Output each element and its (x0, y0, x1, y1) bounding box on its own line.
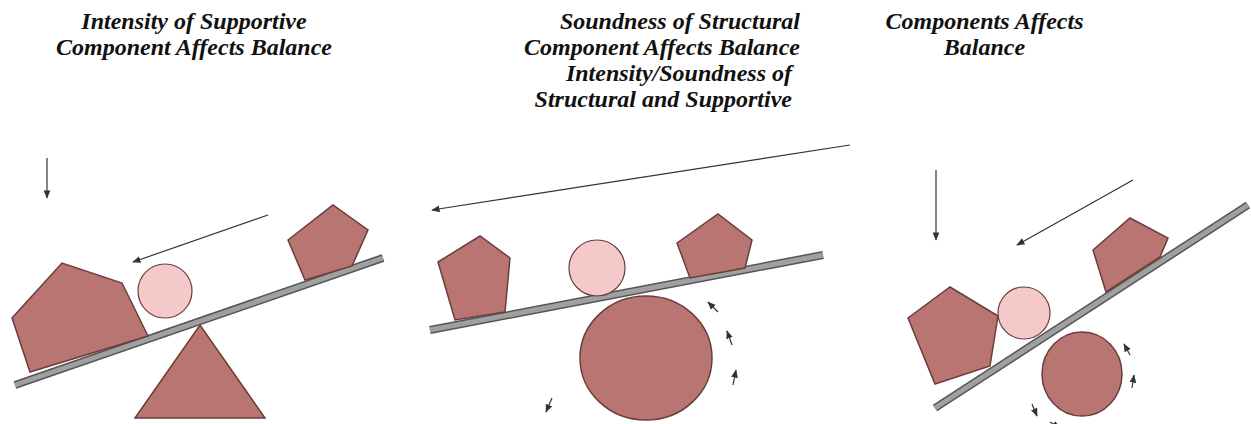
heading-label: Intensity/Soundness of Structural and Su… (462, 60, 792, 112)
force-arrow (935, 170, 936, 240)
rotation-arrow (1124, 344, 1130, 355)
rotation-arrow (733, 370, 736, 385)
rotation-arrow (1050, 422, 1060, 424)
pentagon-weight (677, 214, 752, 278)
heading-label: Soundness of Structural Component Affect… (455, 8, 800, 60)
heading-label: Components Affects Balance (862, 8, 1107, 60)
pentagon-weight (438, 236, 510, 320)
rotation-arrow (727, 331, 732, 345)
rotation-arrow (708, 302, 718, 312)
force-arrow (133, 215, 268, 262)
support-ellipse (1042, 332, 1122, 416)
support-ellipse (580, 296, 712, 420)
rotation-arrow (1132, 375, 1134, 388)
pink-ball (138, 264, 192, 318)
force-arrow (432, 145, 850, 210)
heading-label: Intensity of Supportive Component Affect… (38, 8, 350, 60)
pink-ball (998, 287, 1050, 339)
pink-ball (569, 240, 625, 296)
rotation-arrow (546, 398, 552, 412)
force-arrow (1017, 180, 1133, 245)
pentagon-weight (908, 287, 998, 384)
rotation-arrow (1032, 404, 1037, 416)
force-arrow (46, 158, 47, 198)
pentagon-weight (12, 263, 148, 372)
pentagon-weight (1093, 218, 1168, 292)
pentagon-weight (288, 205, 368, 280)
